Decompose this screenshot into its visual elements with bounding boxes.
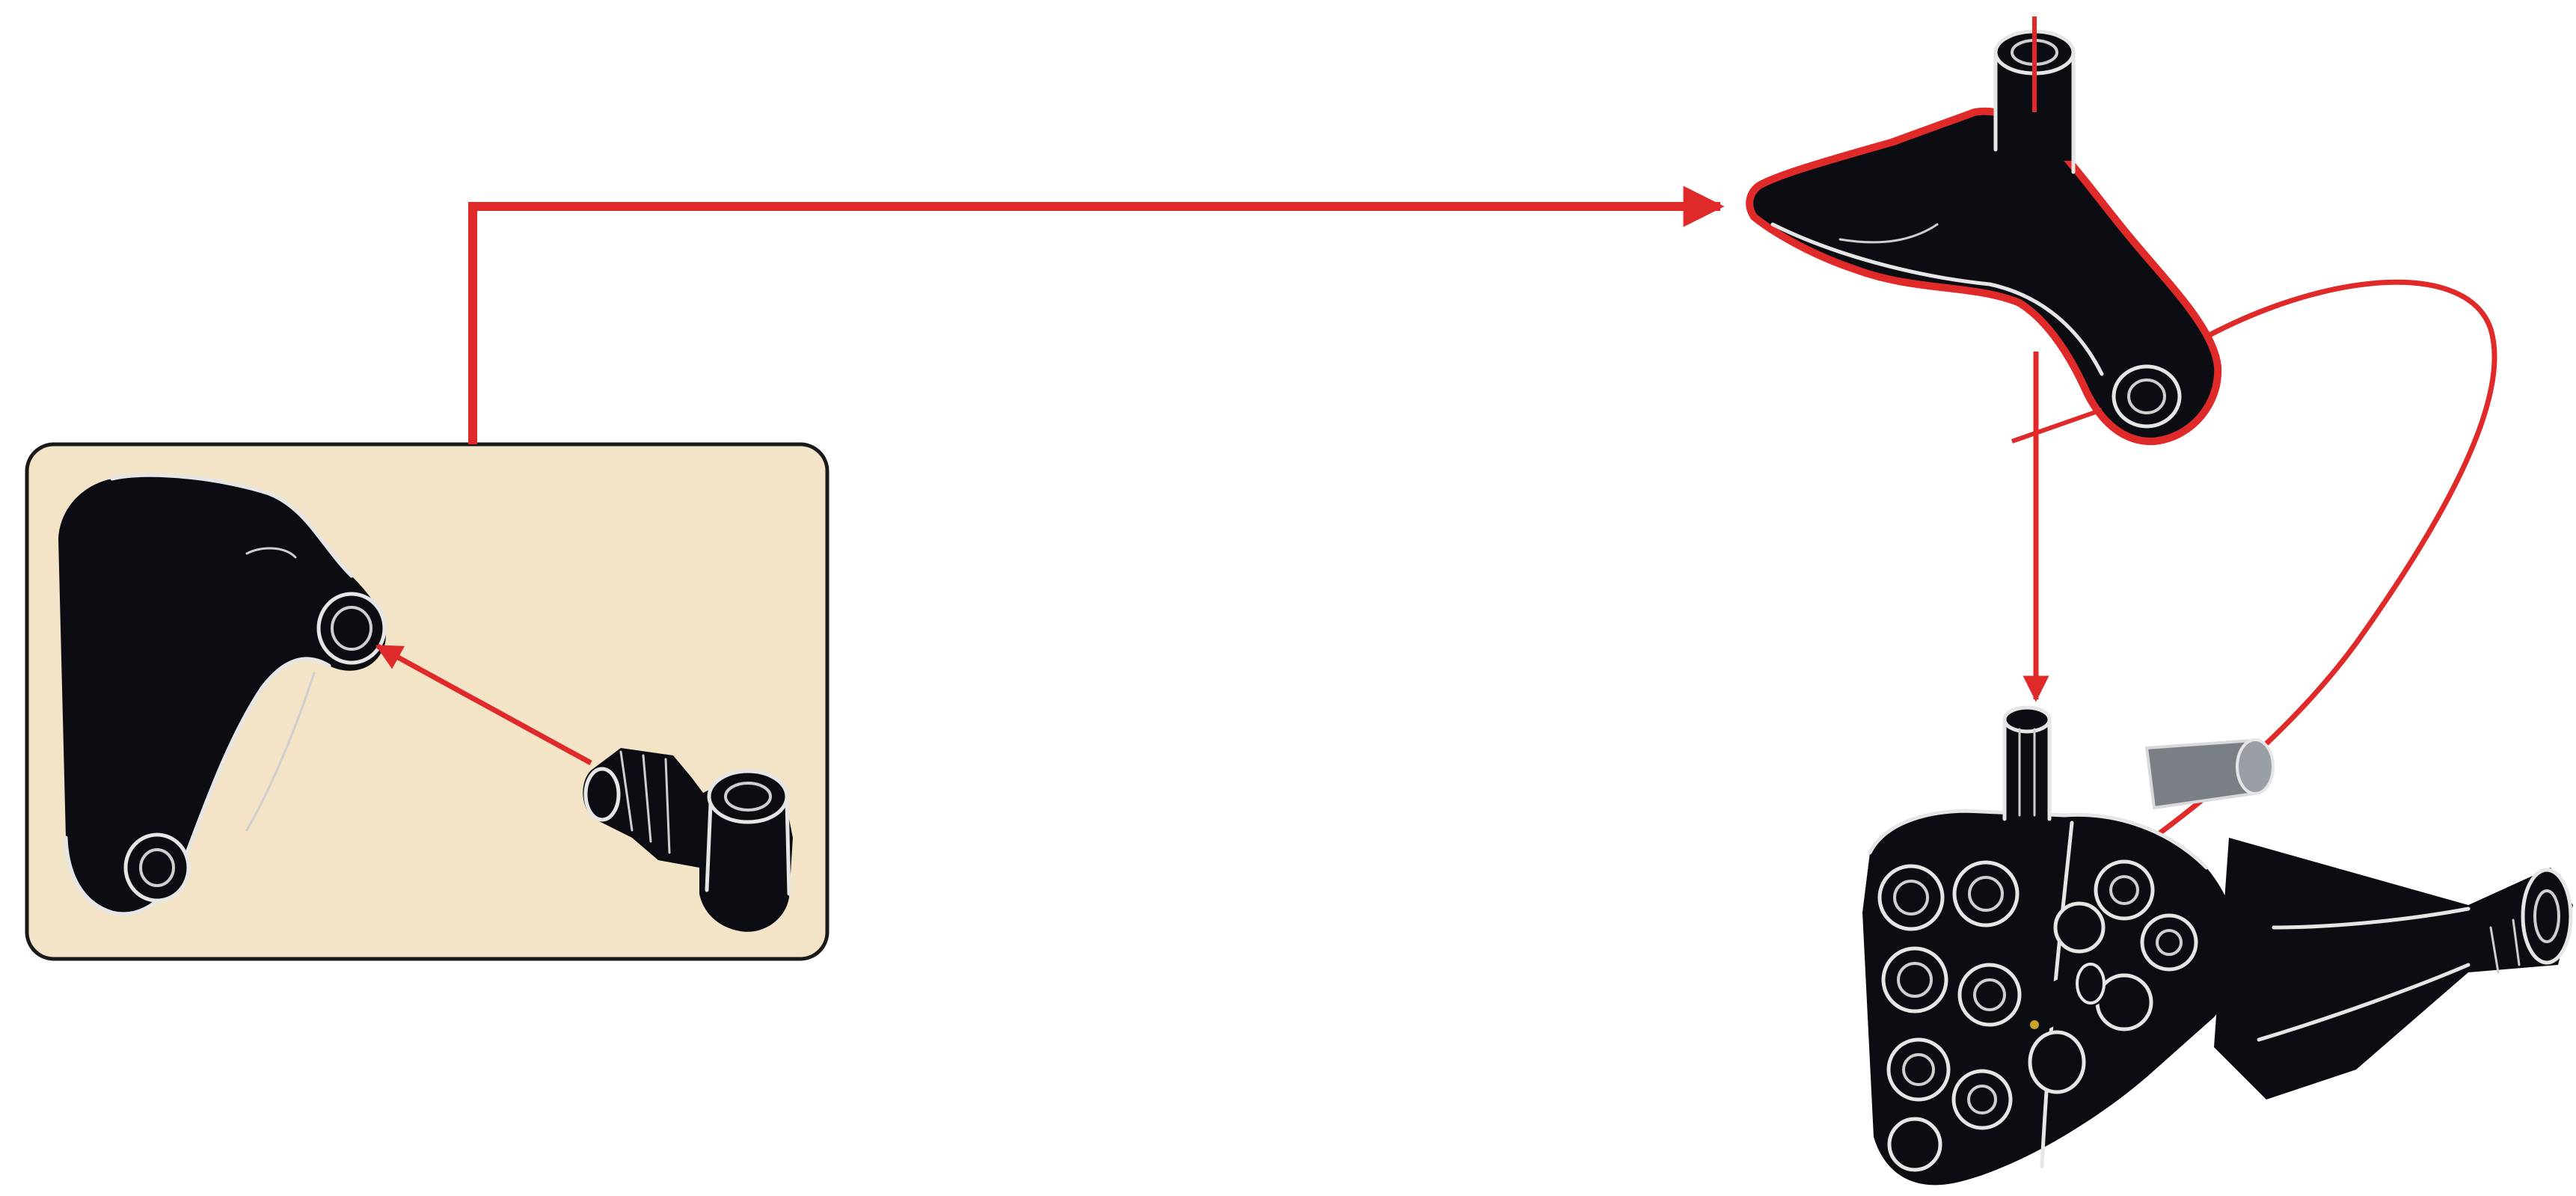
highlighted-beam-part (1749, 16, 2218, 441)
callout-to-part-arrow (473, 206, 1720, 444)
axis-guide-lower (2012, 410, 2102, 441)
callout-box (27, 444, 827, 959)
motor-hub-assembly-icon (1862, 708, 2573, 1185)
